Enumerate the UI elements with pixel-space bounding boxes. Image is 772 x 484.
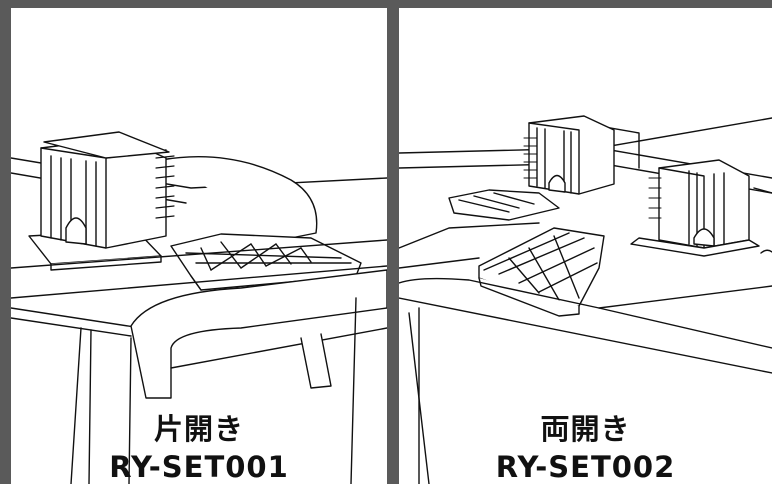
panel-double-open: 両開き RY-SET002 <box>399 8 772 484</box>
single-open-title: 片開き <box>153 412 244 446</box>
panel-single-open: 片開き RY-SET001 <box>11 8 387 484</box>
single-open-model: RY-SET001 <box>109 450 289 484</box>
stand-body <box>40 131 175 249</box>
stand-body-small <box>523 115 615 195</box>
adsorption-plate-tilted <box>478 227 605 317</box>
adsorption-plate <box>170 233 362 291</box>
double-open-illustration <box>399 115 772 484</box>
double-open-model: RY-SET002 <box>495 450 676 484</box>
double-open-title: 両開き <box>540 412 631 446</box>
stand-body-right <box>630 159 760 257</box>
single-open-illustration <box>11 131 387 484</box>
